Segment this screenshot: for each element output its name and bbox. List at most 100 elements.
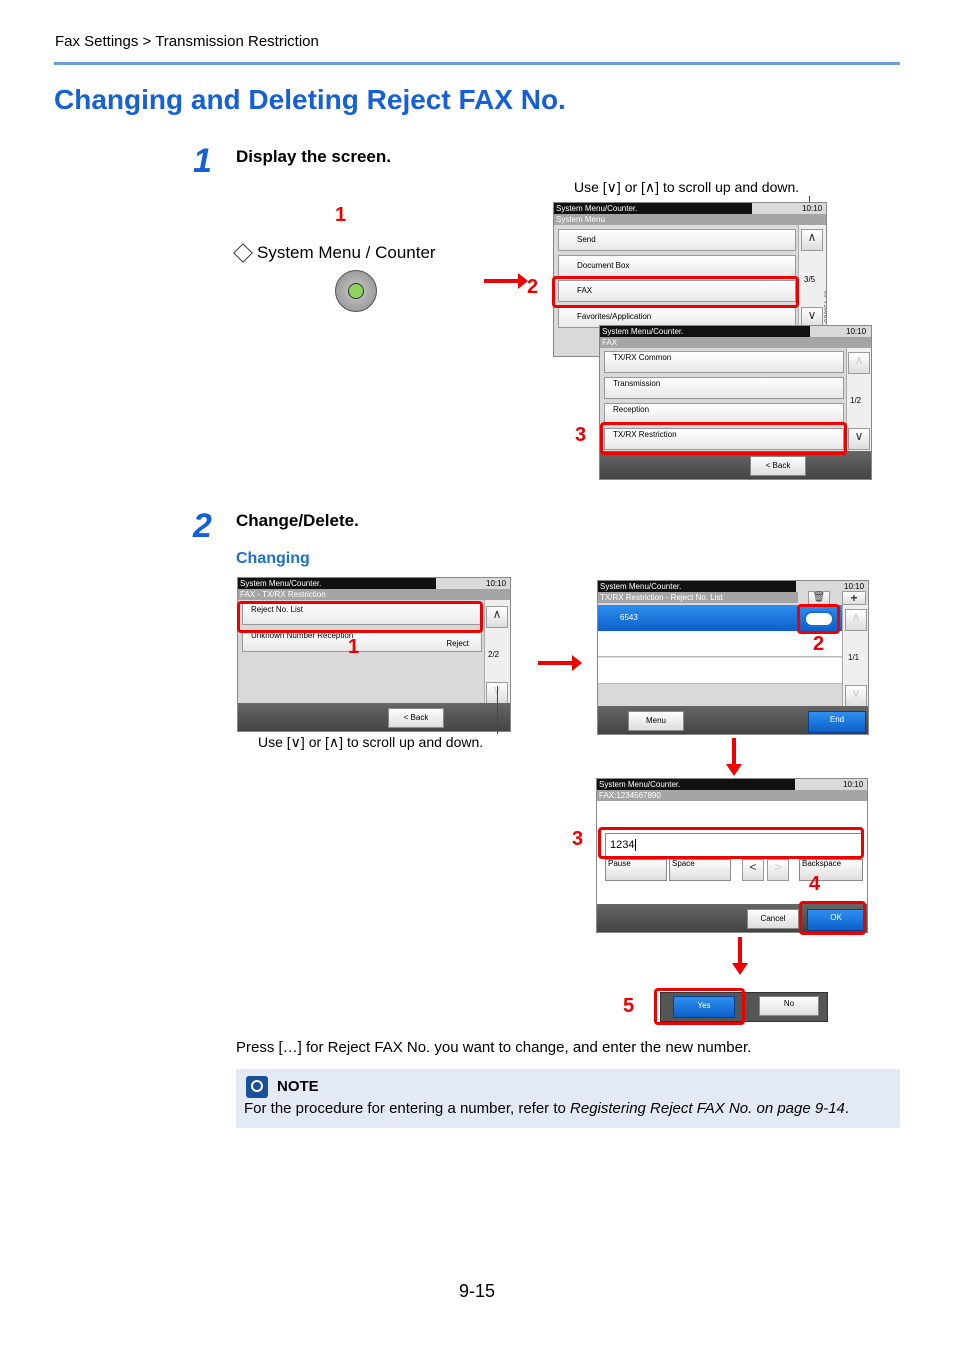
page-title: Changing and Deleting Reject FAX No. <box>54 84 566 115</box>
screen-subtitle: TX/RX Restriction - Reject No. List <box>598 592 798 603</box>
arrow-right-icon <box>484 273 528 289</box>
screen-status-bar: System Menu/Counter. <box>238 578 436 589</box>
menu-item-transmission[interactable]: Transmission <box>604 377 844 399</box>
step-1-callout-1: 1 <box>335 204 347 226</box>
end-button[interactable]: End <box>808 711 866 733</box>
arrow-down-icon <box>732 937 748 975</box>
menu-item-label: Unknown Number Reception <box>251 631 354 640</box>
step-2-callout-1: 1 <box>348 636 360 658</box>
note-text-prefix: For the procedure for entering a number,… <box>244 1100 571 1117</box>
highlight-details-button <box>797 604 840 634</box>
screen-footer <box>238 703 510 731</box>
screen-status-bar: System Menu/Counter. <box>597 779 795 790</box>
empty-row <box>598 658 842 684</box>
details-button[interactable] <box>804 611 834 627</box>
step-1-heading: Display the screen. <box>236 147 391 166</box>
highlight-yes-button <box>654 988 745 1025</box>
no-button[interactable]: No <box>759 996 819 1016</box>
reject-entry-number: 6543 <box>620 613 638 622</box>
page-indicator: 2/2 <box>488 650 500 659</box>
screen-time: 10:10 <box>486 579 507 588</box>
screen-reject-no-list: System Menu/Counter. 10:10 TX/RX Restric… <box>597 580 869 735</box>
note-icon <box>246 1076 268 1098</box>
back-button[interactable]: < Back <box>388 708 444 728</box>
scroll-up-button[interactable]: ∧ <box>801 229 823 251</box>
ok-button[interactable]: OK <box>807 909 865 931</box>
add-icon[interactable]: + <box>842 591 866 605</box>
backspace-key[interactable]: Backspace <box>799 859 863 881</box>
menu-item-txrx-common[interactable]: TX/RX Common <box>604 351 844 373</box>
caption-leader-line <box>497 686 498 734</box>
screen-fax-number-edit: System Menu/Counter. 10:10 FAX:123456789… <box>596 778 868 933</box>
space-key[interactable]: Space <box>669 859 731 881</box>
menu-item-document-box[interactable]: Document Box <box>558 255 796 277</box>
page-indicator: 3/5 <box>804 275 816 284</box>
scroll-down-button[interactable]: ∨ <box>848 428 870 450</box>
menu-item-value: Reject <box>446 639 469 648</box>
page-indicator: 1/1 <box>848 653 860 662</box>
screen-time: 10:10 <box>802 204 823 213</box>
menu-item-fax[interactable]: FAX <box>558 280 796 302</box>
step-1-callout-2: 2 <box>527 276 539 298</box>
highlight-ok-button <box>799 901 866 935</box>
screen-subtitle: FAX - TX/RX Restriction <box>238 589 510 600</box>
page-number: 9-15 <box>458 1281 496 1301</box>
highlight-txrx-restriction <box>600 422 847 455</box>
scroll-caption-2: Use [∨] or [∧] to scroll up and down. <box>258 734 484 750</box>
system-menu-icon <box>233 243 253 263</box>
cursor-right-icon[interactable]: > <box>767 859 789 881</box>
scroll-up-button[interactable]: ∧ <box>845 609 867 631</box>
step-1-number: 1 <box>193 142 212 180</box>
back-button[interactable]: < Back <box>750 456 806 476</box>
step-2-callout-4: 4 <box>809 873 821 895</box>
screen-time: 10:10 <box>843 780 864 789</box>
screen-footer <box>600 451 871 479</box>
note-text: For the procedure for entering a number,… <box>244 1100 849 1117</box>
scroll-up-button[interactable]: ∧ <box>848 352 870 374</box>
page-indicator: 1/2 <box>850 396 862 405</box>
note-text-reference[interactable]: Registering Reject FAX No. on page 9-14 <box>570 1100 845 1117</box>
arrow-down-icon <box>726 738 742 776</box>
step-2-callout-5: 5 <box>623 995 635 1017</box>
yes-button[interactable]: Yes <box>673 996 735 1018</box>
reject-entry-row[interactable]: 6543 <box>598 605 842 631</box>
step-2-subheading: Changing <box>236 550 310 567</box>
system-menu-key-text: System Menu / Counter <box>257 243 436 262</box>
scroll-caption-1: Use [∨] or [∧] to scroll up and down. <box>574 179 800 195</box>
arrow-right-icon <box>538 655 582 671</box>
highlight-fax-number-input <box>598 827 864 859</box>
menu-button[interactable]: Menu <box>628 711 684 731</box>
menu-item-txrx-restriction[interactable]: TX/RX Restriction <box>604 428 844 450</box>
note-text-suffix: . <box>844 1100 850 1117</box>
breadcrumb: Fax Settings > Transmission Restriction <box>55 33 319 50</box>
step-2-callout-3: 3 <box>572 828 584 850</box>
step-1-callout-3: 3 <box>575 424 587 446</box>
system-menu-key[interactable] <box>335 270 377 312</box>
scroll-down-button[interactable]: ∨ <box>801 307 823 329</box>
system-menu-key-label: System Menu / Counter <box>233 243 436 263</box>
menu-item-send[interactable]: Send <box>558 229 796 251</box>
screen-time: 10:10 <box>846 327 867 336</box>
cancel-button[interactable]: Cancel <box>747 909 799 929</box>
scroll-up-button[interactable]: ∧ <box>486 606 508 628</box>
step-2-heading: Change/Delete. <box>236 511 359 530</box>
screen-status-bar: System Menu/Counter. <box>554 203 752 214</box>
step-2-number: 2 <box>193 507 212 545</box>
pause-key[interactable]: Pause <box>605 859 667 881</box>
note-box: NOTE For the procedure for entering a nu… <box>236 1069 900 1128</box>
scroll-down-button[interactable]: ∨ <box>845 685 867 707</box>
highlight-reject-no-list <box>237 601 483 633</box>
screen-status-bar: System Menu/Counter. <box>600 326 810 337</box>
image-id: GB0054_02 <box>825 290 827 323</box>
key-led-icon <box>348 283 364 299</box>
screen-status-bar: System Menu/Counter. <box>598 581 796 592</box>
delete-icon[interactable]: 🗑 <box>808 591 830 605</box>
screen-fax: System Menu/Counter. 10:10 FAX TX/RX Com… <box>599 325 872 480</box>
cursor-left-icon[interactable]: < <box>742 859 764 881</box>
note-icon-glyph <box>251 1080 263 1092</box>
screen-subtitle: FAX:1234567890 <box>597 790 867 801</box>
menu-item-unknown-number-reception[interactable]: Unknown Number Reception Reject <box>242 630 482 652</box>
step-2-callout-2: 2 <box>813 633 825 655</box>
screen-subtitle: System Menu <box>554 214 826 225</box>
fax-number-value: 1234 <box>610 839 635 851</box>
